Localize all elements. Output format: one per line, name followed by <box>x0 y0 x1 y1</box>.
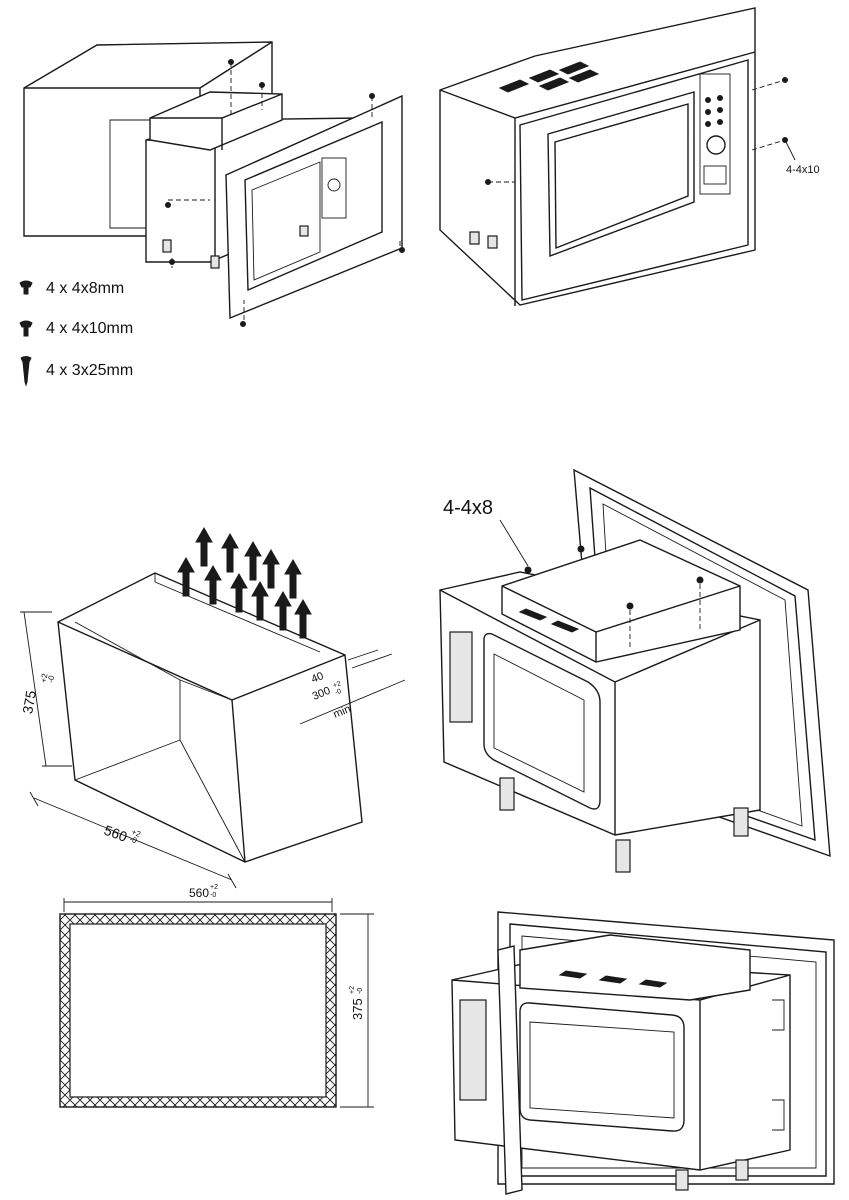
cabinet-height-dimension: 375 <box>19 689 39 715</box>
cabinet-width-dimension: 560 <box>102 822 130 845</box>
cabinet-width-tolerance-bottom: -0 <box>128 834 138 845</box>
framed-microwave-illustration <box>439 7 796 306</box>
cutout-height-dimension: 375 <box>350 998 365 1020</box>
screw-legend: 4 x 4x8mm 4 x 4x10mm 4 x 3x25mm <box>19 280 133 387</box>
cutout-width-tolerance-bottom: -0 <box>210 892 216 899</box>
wood-screw-icon <box>20 356 32 387</box>
cabinet-width-tolerance-top: +2 <box>130 827 142 839</box>
cabinet-gap-dimension: 40 <box>310 670 326 686</box>
cutout-width-tolerance-top: +2 <box>210 884 218 891</box>
cutout-height-tolerance-bottom: -0 <box>357 988 364 994</box>
screw-callout-4x8: 4-4x8 <box>443 497 493 519</box>
cabinet-niche-illustration <box>57 572 363 863</box>
cutout-width-dimension: 560 <box>189 886 209 900</box>
installed-microwave-illustration <box>451 911 835 1195</box>
screw-callout-4x10: 4-4x10 <box>786 164 820 176</box>
ventilation-arrows <box>177 526 312 639</box>
cutout-plan <box>59 898 374 1108</box>
cabinet-height-tolerance-top: +2 <box>39 672 50 683</box>
cabinet-height-tolerance-bottom: -0 <box>46 674 56 683</box>
legend-item-label: 4 x 3x25mm <box>46 362 133 379</box>
pan-head-screw-icon <box>19 280 33 295</box>
cabinet-depth-tolerance-top: +2 <box>332 680 342 690</box>
cabinet-dimension-lines <box>20 611 406 889</box>
legend-item-label: 4 x 4x8mm <box>46 280 124 297</box>
legend-item-label: 4 x 4x10mm <box>46 320 133 337</box>
bracket-mounting-illustration <box>439 468 831 873</box>
cabinet-depth-tolerance-bottom: -0 <box>334 688 342 697</box>
cutout-height-tolerance-top: +2 <box>349 986 356 994</box>
pan-head-screw-icon <box>19 320 33 337</box>
exploded-assembly-illustration <box>23 41 405 327</box>
